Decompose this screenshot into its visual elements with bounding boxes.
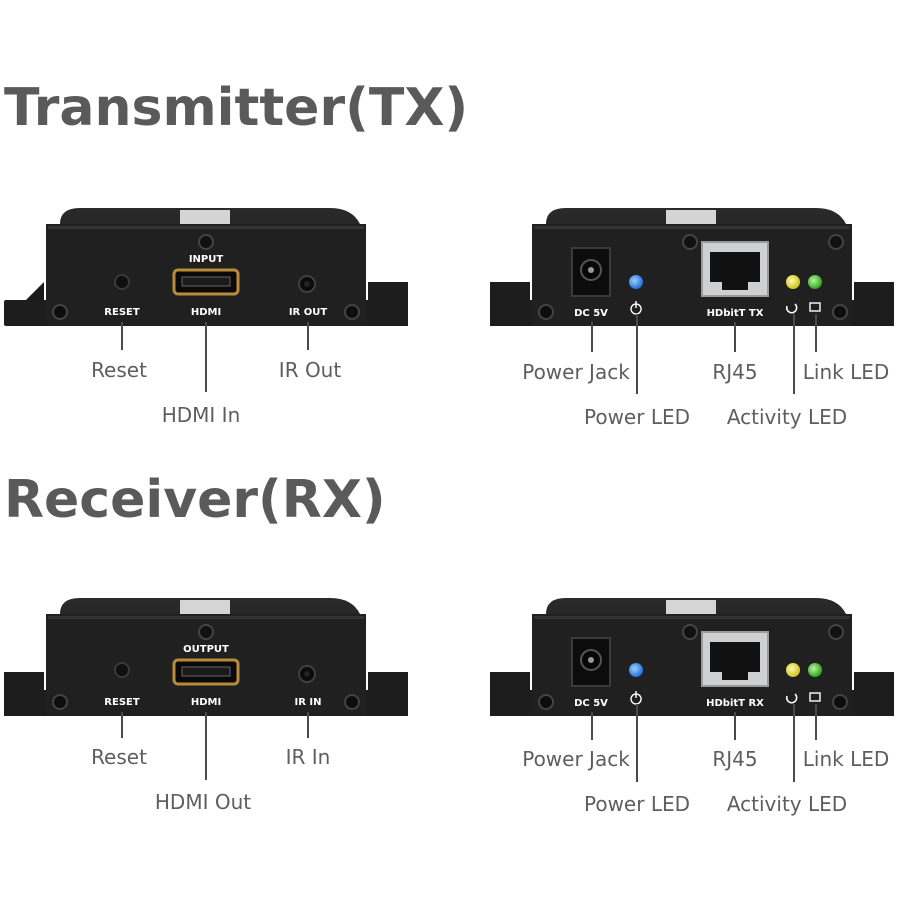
leader-line bbox=[793, 314, 795, 394]
tx-front-panel bbox=[4, 208, 408, 326]
transmitter-title: Transmitter(TX) bbox=[4, 78, 469, 138]
callout-power-jack: Power Jack bbox=[522, 747, 630, 771]
callout-reset: Reset bbox=[91, 745, 147, 769]
leader-line bbox=[205, 322, 207, 392]
rx-hdmi-label: HDMI bbox=[191, 697, 221, 708]
tx-reset-label: RESET bbox=[104, 307, 140, 318]
leader-line bbox=[793, 704, 795, 782]
tx-ir-label: IR OUT bbox=[289, 307, 328, 318]
leader-line bbox=[636, 704, 638, 782]
rx-reset-label: RESET bbox=[104, 697, 140, 708]
rx-dc-label: DC 5V bbox=[574, 698, 608, 709]
callout-hdmi-in: HDMI In bbox=[161, 403, 241, 427]
leader-line bbox=[205, 712, 207, 780]
callout-power-led: Power LED bbox=[583, 792, 691, 816]
rx-front-panel bbox=[4, 598, 408, 716]
rx-rj45-label: HDbitT RX bbox=[706, 698, 764, 709]
callout-link-led: Link LED bbox=[802, 747, 890, 771]
callout-link-led: Link LED bbox=[802, 360, 890, 384]
tx-input-label: INPUT bbox=[189, 254, 224, 265]
rx-ir-label: IR IN bbox=[295, 697, 322, 708]
rx-back-panel bbox=[490, 598, 894, 716]
leader-line bbox=[307, 322, 309, 350]
leader-line bbox=[815, 704, 817, 740]
callout-rj45: RJ45 bbox=[712, 747, 758, 771]
leader-line bbox=[121, 322, 123, 350]
callout-ir-in: IR In bbox=[285, 745, 331, 769]
leader-line bbox=[121, 712, 123, 738]
callout-hdmi-out: HDMI Out bbox=[154, 790, 252, 814]
callout-ir-out: IR Out bbox=[278, 358, 342, 382]
callout-activity-led: Activity LED bbox=[726, 405, 848, 429]
callout-power-led: Power LED bbox=[583, 405, 691, 429]
leader-line bbox=[636, 314, 638, 394]
leader-line bbox=[734, 322, 736, 352]
leader-line bbox=[591, 712, 593, 740]
callout-power-jack: Power Jack bbox=[522, 360, 630, 384]
leader-line bbox=[591, 322, 593, 352]
tx-rj45-label: HDbitT TX bbox=[707, 308, 764, 319]
rx-output-label: OUTPUT bbox=[183, 644, 229, 655]
tx-dc-label: DC 5V bbox=[574, 308, 608, 319]
tx-hdmi-label: HDMI bbox=[191, 307, 221, 318]
leader-line bbox=[307, 712, 309, 738]
leader-line bbox=[815, 314, 817, 352]
leader-line bbox=[734, 712, 736, 740]
tx-back-panel bbox=[490, 208, 894, 326]
callout-activity-led: Activity LED bbox=[726, 792, 848, 816]
receiver-title: Receiver(RX) bbox=[4, 470, 386, 530]
callout-rj45: RJ45 bbox=[712, 360, 758, 384]
callout-reset: Reset bbox=[91, 358, 147, 382]
